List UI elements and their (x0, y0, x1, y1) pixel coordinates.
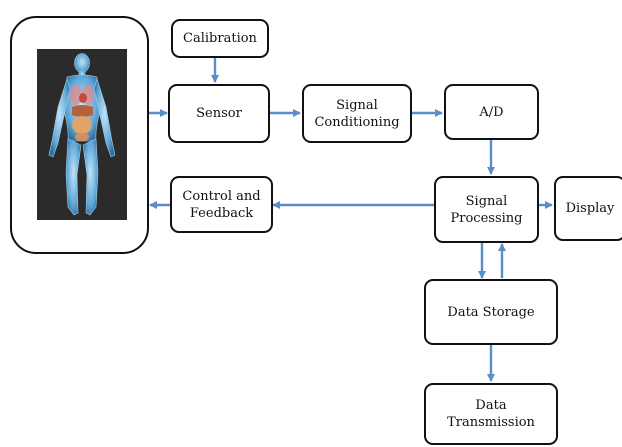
data-storage-label: Data Storage (447, 304, 535, 320)
signal-processing-block: Signal Processing (434, 176, 539, 243)
sensor-label: Sensor (196, 106, 242, 121)
calibration-block: Calibration (171, 19, 269, 58)
data-storage-block: Data Storage (424, 279, 558, 345)
control-feedback-label: Control and Feedback (182, 188, 261, 221)
data-transmission-label: Data Transmission (447, 398, 535, 430)
display-block: Display (554, 176, 622, 241)
signal-processing-label: Signal Processing (450, 193, 523, 226)
signal-conditioning-block: Signal Conditioning (302, 84, 412, 143)
human-body-anatomy-icon (37, 49, 127, 220)
signal-conditioning-label: Signal Conditioning (314, 97, 400, 130)
display-label: Display (565, 201, 615, 216)
data-transmission-block: Data Transmission (424, 383, 558, 445)
calibration-label: Calibration (183, 31, 257, 46)
control-feedback-block: Control and Feedback (170, 176, 273, 233)
sensor-block: Sensor (168, 84, 270, 143)
ad-block: A/D (444, 84, 539, 140)
ad-label: A/D (479, 104, 504, 120)
